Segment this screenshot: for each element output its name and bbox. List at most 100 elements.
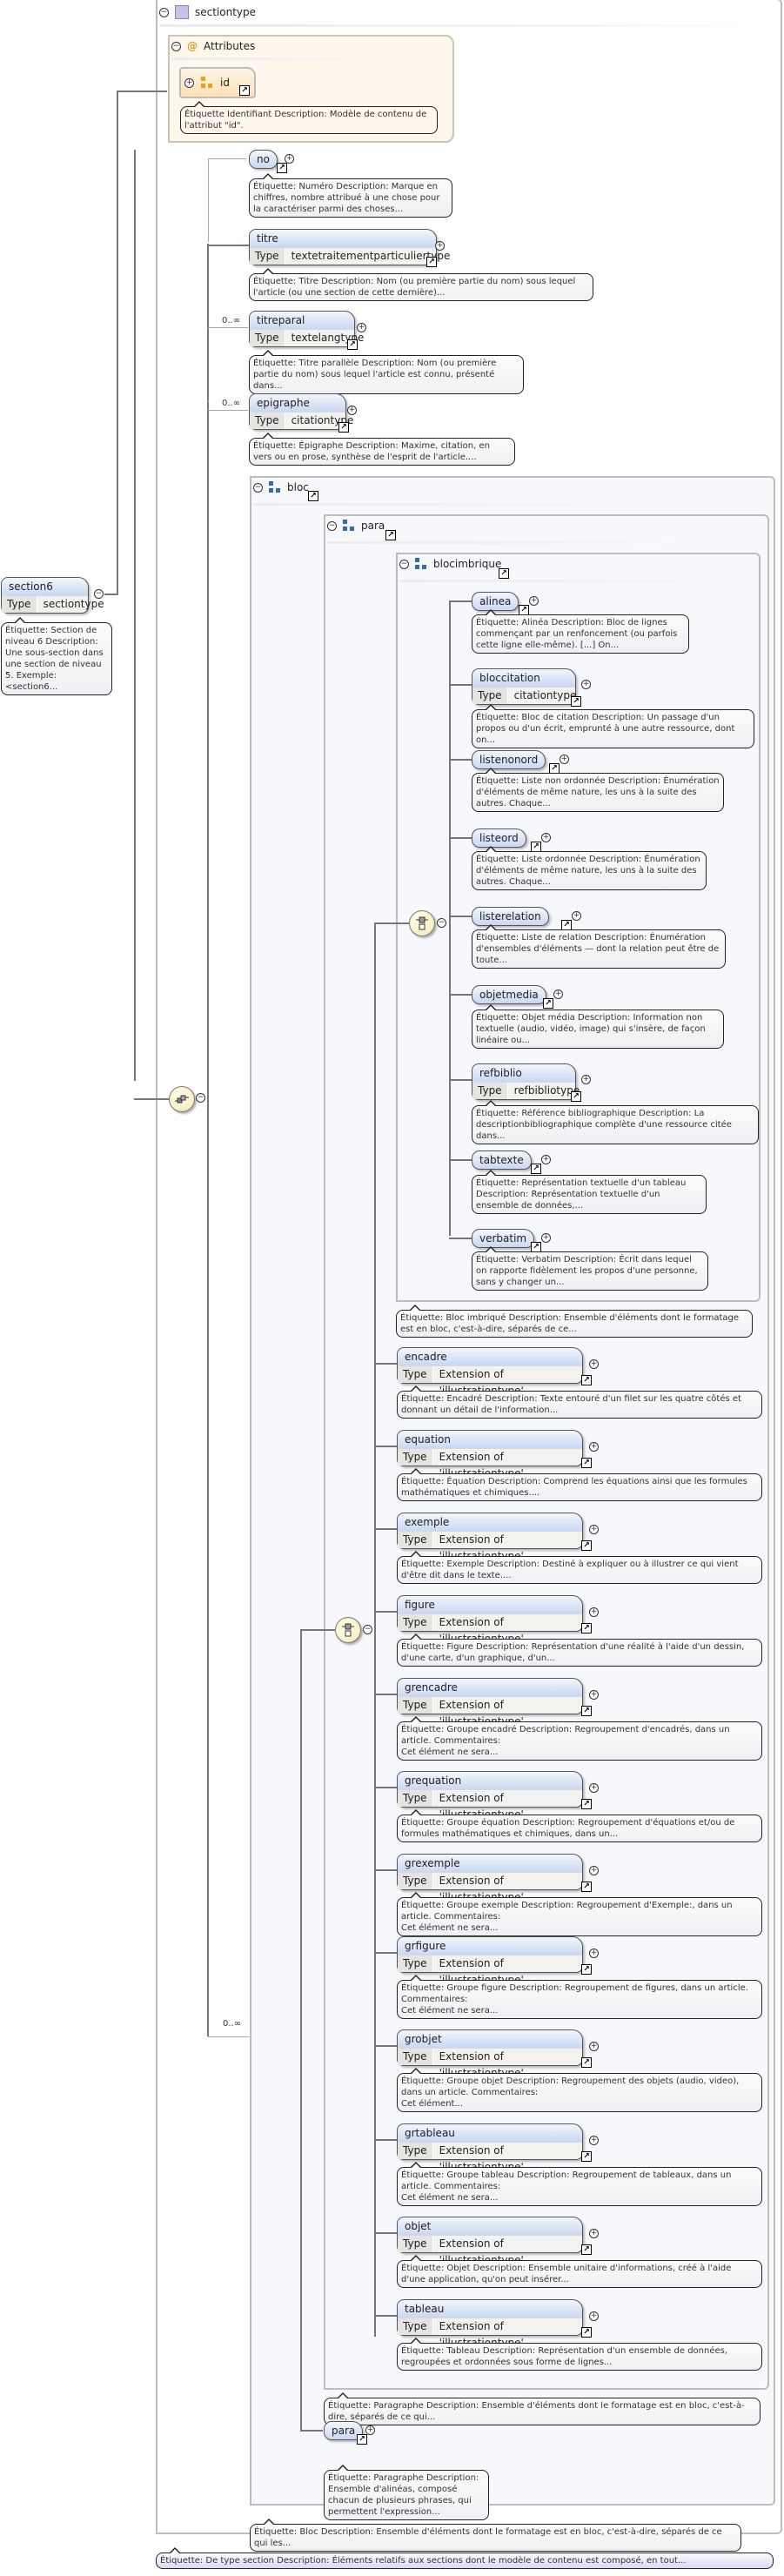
element-objetmedia[interactable]: objetmedia [472, 985, 546, 1004]
collapse-icon[interactable]: − [437, 918, 446, 928]
link-icon[interactable]: ↗ [531, 1164, 541, 1174]
link-icon[interactable]: ↗ [581, 1623, 592, 1633]
element-listeord[interactable]: listeord [472, 828, 526, 848]
expand-icon[interactable]: + [589, 2229, 599, 2238]
expand-icon[interactable]: + [589, 2136, 599, 2145]
expand-icon[interactable]: + [572, 911, 581, 921]
collapse-icon[interactable]: − [171, 41, 181, 51]
link-icon[interactable]: ↗ [581, 1540, 592, 1551]
link-icon[interactable]: ↗ [385, 530, 396, 540]
element-alinea[interactable]: alinea [472, 592, 519, 611]
link-icon[interactable]: ↗ [581, 1458, 592, 1468]
choice-compositor-icon[interactable] [335, 1617, 361, 1643]
expand-icon[interactable]: + [184, 77, 194, 88]
expand-icon[interactable]: + [589, 1690, 599, 1700]
link-icon[interactable]: ↗ [338, 422, 349, 433]
expand-icon[interactable]: + [589, 1442, 599, 1452]
expand-icon[interactable]: + [589, 2042, 599, 2051]
expand-icon[interactable]: + [541, 1233, 551, 1243]
expand-icon[interactable]: + [581, 1075, 591, 1084]
collapse-icon[interactable]: − [363, 1625, 372, 1634]
link-icon[interactable]: ↗ [581, 2151, 592, 2162]
element-listerelation[interactable]: listerelation [472, 907, 549, 926]
expand-icon[interactable]: + [560, 755, 569, 764]
expand-icon[interactable]: + [589, 2311, 599, 2321]
expand-icon[interactable]: + [589, 1866, 599, 1875]
element-epigraphe-note: Étiquette: Épigraphe Description: Maxime… [249, 433, 515, 466]
expand-icon[interactable]: + [553, 989, 563, 999]
link-icon[interactable]: ↗ [308, 491, 318, 501]
link-icon[interactable]: ↗ [581, 1799, 592, 1809]
link-icon[interactable]: ↗ [581, 2057, 592, 2068]
element-listenonord[interactable]: listenonord [472, 750, 546, 769]
collapse-icon[interactable]: − [253, 482, 263, 493]
expand-icon[interactable]: + [529, 596, 539, 606]
expand-icon[interactable]: + [589, 1607, 599, 1617]
expand-icon[interactable]: + [589, 1525, 599, 1534]
sequence-compositor-icon[interactable] [169, 1086, 195, 1112]
link-icon[interactable]: ↗ [571, 696, 581, 707]
expand-icon[interactable]: + [435, 241, 445, 251]
element-name: grfigure [398, 1937, 582, 1955]
element-tabtexte[interactable]: tabtexte [472, 1150, 532, 1170]
link-icon[interactable]: ↗ [571, 1091, 581, 1102]
choice-compositor-icon[interactable] [409, 910, 435, 936]
link-icon[interactable]: ↗ [543, 998, 553, 1009]
expand-icon[interactable]: + [541, 833, 551, 842]
link-icon[interactable]: ↗ [499, 568, 509, 579]
divider [171, 57, 380, 60]
link-icon[interactable]: ↗ [581, 1706, 592, 1716]
connector [208, 400, 209, 402]
attribute-type-icon [201, 77, 213, 89]
link-icon[interactable]: ↗ [239, 85, 250, 96]
link-icon[interactable]: ↗ [347, 339, 358, 350]
collapse-icon[interactable]: − [327, 520, 337, 531]
connector [300, 1629, 302, 2430]
link-icon[interactable]: ↗ [581, 2327, 592, 2338]
element-no[interactable]: no [249, 150, 278, 169]
connector [374, 1611, 397, 1613]
expand-icon[interactable]: + [589, 1783, 599, 1793]
expand-icon[interactable]: + [347, 406, 357, 415]
link-icon[interactable]: ↗ [426, 257, 437, 267]
expand-icon[interactable]: + [365, 2425, 375, 2435]
link-icon[interactable]: ↗ [357, 2434, 367, 2445]
link-icon[interactable]: ↗ [581, 1375, 592, 1385]
expand-icon[interactable]: + [285, 154, 294, 164]
link-icon[interactable]: ↗ [581, 2244, 592, 2255]
link-icon[interactable]: ↗ [581, 1882, 592, 1892]
collapse-icon[interactable]: − [94, 589, 104, 599]
link-icon[interactable]: ↗ [581, 1964, 592, 1975]
collapse-icon[interactable]: − [399, 559, 409, 569]
expand-icon[interactable]: + [541, 1155, 551, 1164]
element-name: grencadre [398, 1679, 582, 1697]
expand-icon[interactable]: + [357, 323, 366, 332]
collapse-icon[interactable]: − [196, 1093, 205, 1103]
collapse-icon[interactable]: − [159, 7, 169, 17]
element-para[interactable]: para [324, 2421, 364, 2440]
expand-icon[interactable]: + [581, 680, 591, 689]
link-icon[interactable]: ↗ [277, 163, 287, 173]
expand-icon[interactable]: + [589, 1949, 599, 1958]
element-verbatim[interactable]: verbatim [472, 1229, 535, 1248]
expand-icon[interactable]: + [589, 1359, 599, 1369]
